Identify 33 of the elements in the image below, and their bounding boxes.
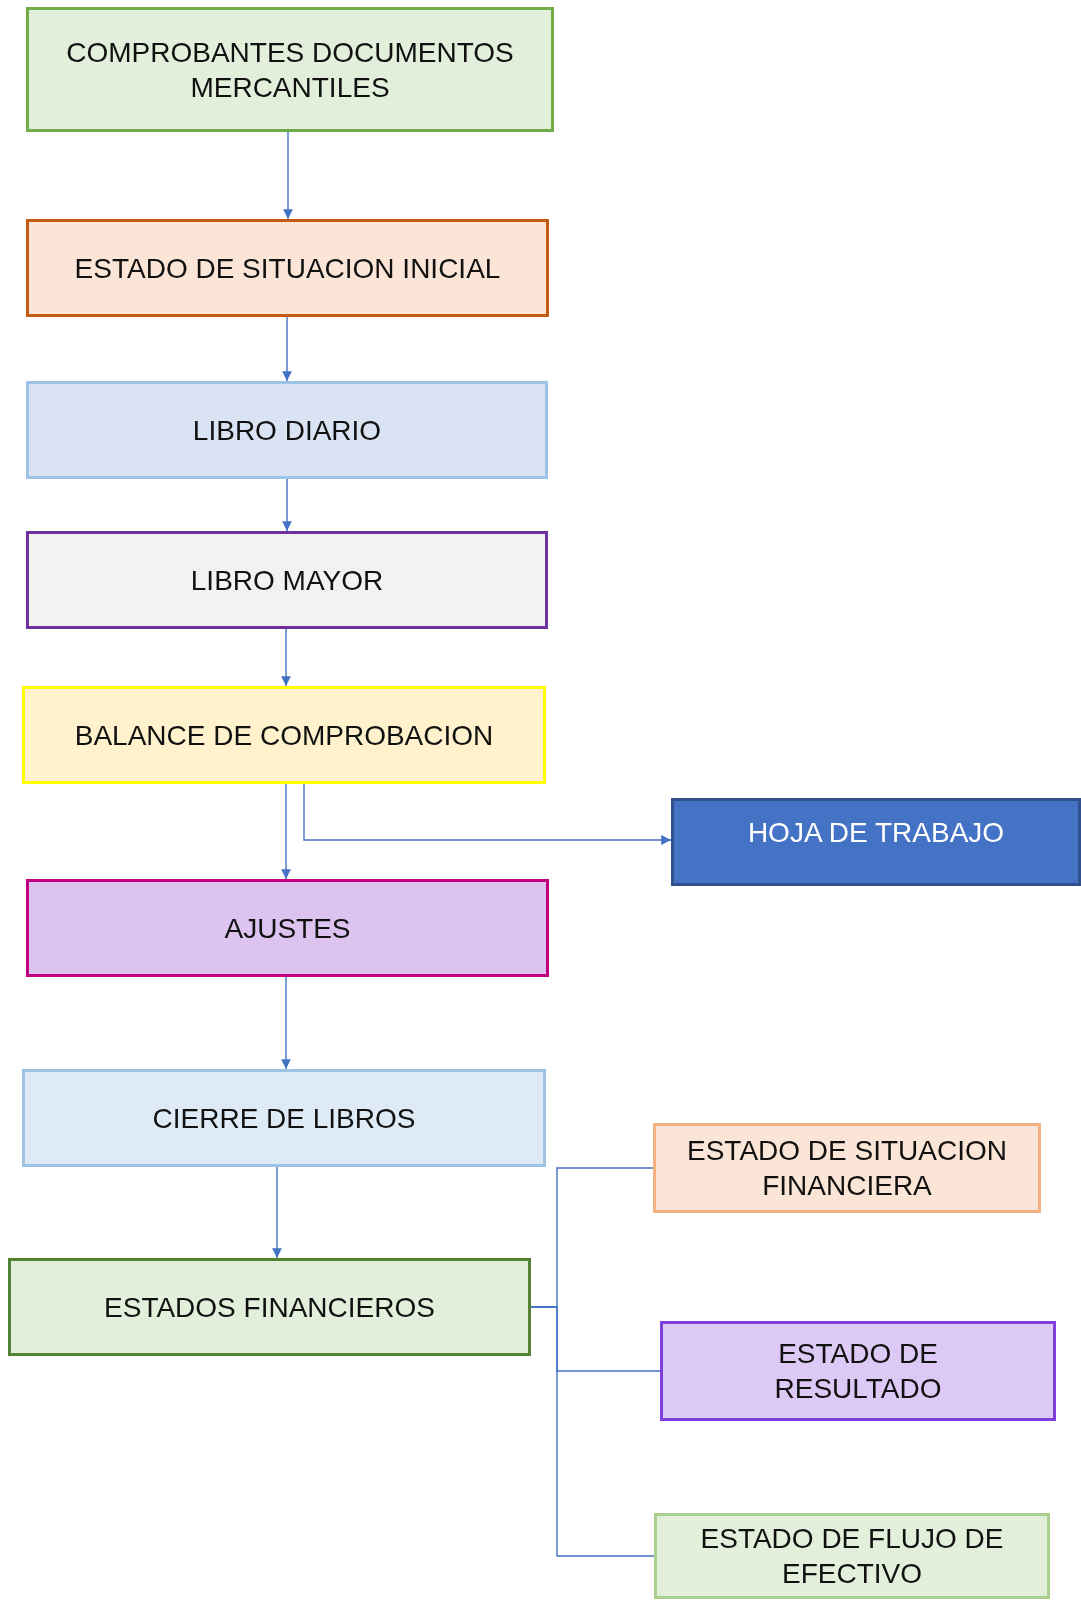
box-label: COMPROBANTES DOCUMENTOS MERCANTILES bbox=[65, 35, 515, 105]
box-label: LIBRO MAYOR bbox=[190, 563, 384, 598]
box-label: ESTADO DE SITUACION INICIAL bbox=[74, 251, 501, 286]
arrow bbox=[272, 1166, 282, 1259]
process-box bbox=[671, 798, 1081, 886]
process-box bbox=[660, 1321, 1056, 1421]
arrow bbox=[303, 783, 672, 845]
arrow bbox=[283, 131, 293, 220]
process-box bbox=[8, 1258, 531, 1356]
process-box bbox=[22, 686, 546, 784]
arrow bbox=[281, 976, 291, 1070]
box-label: HOJA DE TRABAJO bbox=[747, 816, 1005, 850]
process-box bbox=[26, 531, 548, 629]
box-label: ESTADO DE RESULTADO bbox=[773, 1337, 943, 1406]
connector-line bbox=[530, 1306, 655, 1557]
box-label: LIBRO DIARIO bbox=[192, 413, 382, 448]
arrow bbox=[282, 478, 292, 532]
box-label: ESTADO DE FLUJO DE EFECTIVO bbox=[699, 1522, 1005, 1591]
arrow bbox=[281, 628, 291, 687]
box-label: AJUSTES bbox=[224, 911, 351, 946]
box-label: BALANCE DE COMPROBACION bbox=[74, 718, 494, 753]
box-label: ESTADOS FINANCIEROS bbox=[104, 1290, 435, 1325]
process-box bbox=[654, 1513, 1050, 1599]
process-box bbox=[26, 219, 549, 317]
process-box bbox=[653, 1123, 1041, 1213]
process-box bbox=[26, 381, 548, 479]
process-box bbox=[22, 1069, 546, 1167]
arrow bbox=[281, 783, 291, 880]
arrow bbox=[282, 316, 292, 382]
process-box bbox=[26, 7, 554, 132]
box-label: ESTADO DE SITUACION FINANCIERA bbox=[686, 1134, 1008, 1203]
process-box bbox=[26, 879, 549, 977]
box-label: CIERRE DE LIBROS bbox=[152, 1101, 416, 1136]
